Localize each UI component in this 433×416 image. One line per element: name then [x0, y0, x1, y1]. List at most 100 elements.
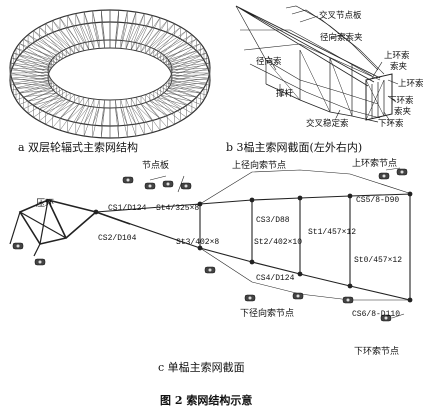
caption-panel-c: c 单榀主索网截面 [158, 360, 245, 374]
label-radial-cable-clamp: 径向索索夹 [320, 32, 363, 43]
spoke [83, 98, 95, 137]
label-st1: St1/457×12 [308, 228, 356, 237]
spoke [120, 10, 128, 49]
cable-node [347, 193, 353, 199]
spoke [52, 20, 75, 54]
label-cross-node-plate: 交叉节点板 [319, 10, 362, 21]
spoke [27, 34, 60, 61]
spoke [59, 17, 80, 53]
label-radial-cable: 径向索 [256, 56, 282, 67]
spoke [135, 15, 153, 51]
label-st0: St0/457×12 [354, 256, 402, 265]
fitting-pin [16, 244, 20, 248]
spoke [171, 62, 210, 76]
section-nodes [12, 168, 413, 322]
cable-node [297, 195, 303, 201]
label-cs2: CS2/D104 [98, 234, 137, 243]
fitting-pin [346, 298, 350, 302]
spoke [13, 77, 51, 96]
label-cs4: CS4/D124 [256, 274, 295, 283]
spoke [45, 92, 71, 125]
label-lower-ring-clamp-line1: 下环索 [388, 95, 414, 106]
cable-node [197, 245, 203, 251]
spoke [153, 91, 181, 122]
label-upper-ring-clamp-line1: 上环索 [384, 50, 410, 61]
label-cs5: CS5/8-D90 [356, 196, 399, 205]
label-upper-ring-node: 上环索节点 [352, 157, 397, 169]
spoke [153, 26, 181, 57]
spoke [135, 97, 153, 133]
cable-node [197, 201, 203, 207]
label-cs3: CS3/D88 [256, 216, 290, 225]
spoke [140, 17, 161, 53]
spoke [52, 94, 75, 128]
spoke [45, 23, 71, 56]
fitting-pin [38, 260, 42, 264]
fitting-pin [166, 182, 170, 186]
spoke [165, 43, 201, 66]
ring-ellipse [47, 39, 173, 101]
cable-node [297, 271, 303, 277]
label-lower-ring-node: 下环索节点 [354, 345, 399, 357]
cable-node [347, 283, 353, 289]
spoke [145, 20, 168, 54]
fitting-pin [184, 184, 188, 188]
spoke [33, 30, 63, 59]
spoke [15, 47, 52, 68]
spoke [130, 98, 145, 135]
fitting-pin [296, 294, 300, 298]
spoke [115, 99, 119, 138]
spoke [39, 26, 67, 57]
spoke [10, 72, 49, 86]
label-compression-ring: 压环 [36, 198, 54, 209]
label-cs6: CS6/8-D110 [352, 310, 400, 319]
label-cross-stabilizing-cable: 交叉稳定索 [306, 118, 349, 129]
cable-node [249, 197, 255, 203]
spoke [149, 92, 175, 125]
ring-ellipse [47, 47, 173, 109]
cable-node [407, 191, 413, 197]
spoke [75, 98, 90, 135]
caption-panel-b: b 3榀主索网截面(左外右内) [226, 140, 362, 154]
label-lower-ring-cable: 下环索 [378, 118, 404, 129]
label-cs1: CS1/D124 [108, 204, 147, 213]
fitting-pin [126, 178, 130, 182]
caption-panel-a: a 双层轮辐式主索网结构 [18, 140, 138, 154]
cable-net-3d-ring [9, 9, 211, 139]
spoke [67, 97, 85, 133]
spoke [157, 89, 187, 118]
spoke [120, 99, 128, 138]
spoke [149, 23, 175, 56]
label-strut: 撑杆 [276, 88, 294, 99]
spoke [15, 80, 52, 101]
spoke [115, 10, 119, 49]
spoke [59, 95, 80, 131]
panel-c-member-labels: CS1/D124 CS2/D104 CS3/D88 CS4/D124 CS5/8… [98, 196, 402, 319]
label-st2: St2/402×10 [254, 238, 302, 247]
cable-node [407, 297, 413, 303]
three-frame-section-drawing [235, 5, 399, 125]
fitting-pin [248, 296, 252, 300]
spoke [170, 57, 209, 74]
spoke [13, 52, 51, 71]
label-lower-ring-clamp-line2: 索夹 [394, 106, 412, 117]
label-upper-ring-cable: 上环索 [398, 78, 424, 89]
cable-node [249, 259, 255, 265]
spoke [27, 87, 60, 114]
label-upper-ring-clamp-line2: 索夹 [390, 61, 408, 72]
spoke [169, 52, 207, 71]
fitting-pin [400, 170, 404, 174]
spoke [140, 95, 161, 131]
single-frame-section-drawing [9, 167, 413, 319]
spoke [169, 77, 207, 96]
spoke [101, 10, 105, 49]
spoke [11, 57, 50, 74]
spoke [170, 74, 209, 91]
label-st3: St3/402×8 [176, 238, 219, 247]
label-upper-radial-node: 上径向索节点 [232, 159, 286, 171]
label-lower-radial-node: 下径向索节点 [240, 307, 294, 319]
spoke [145, 94, 168, 128]
fitting-pin [384, 316, 388, 320]
spoke [125, 11, 137, 50]
